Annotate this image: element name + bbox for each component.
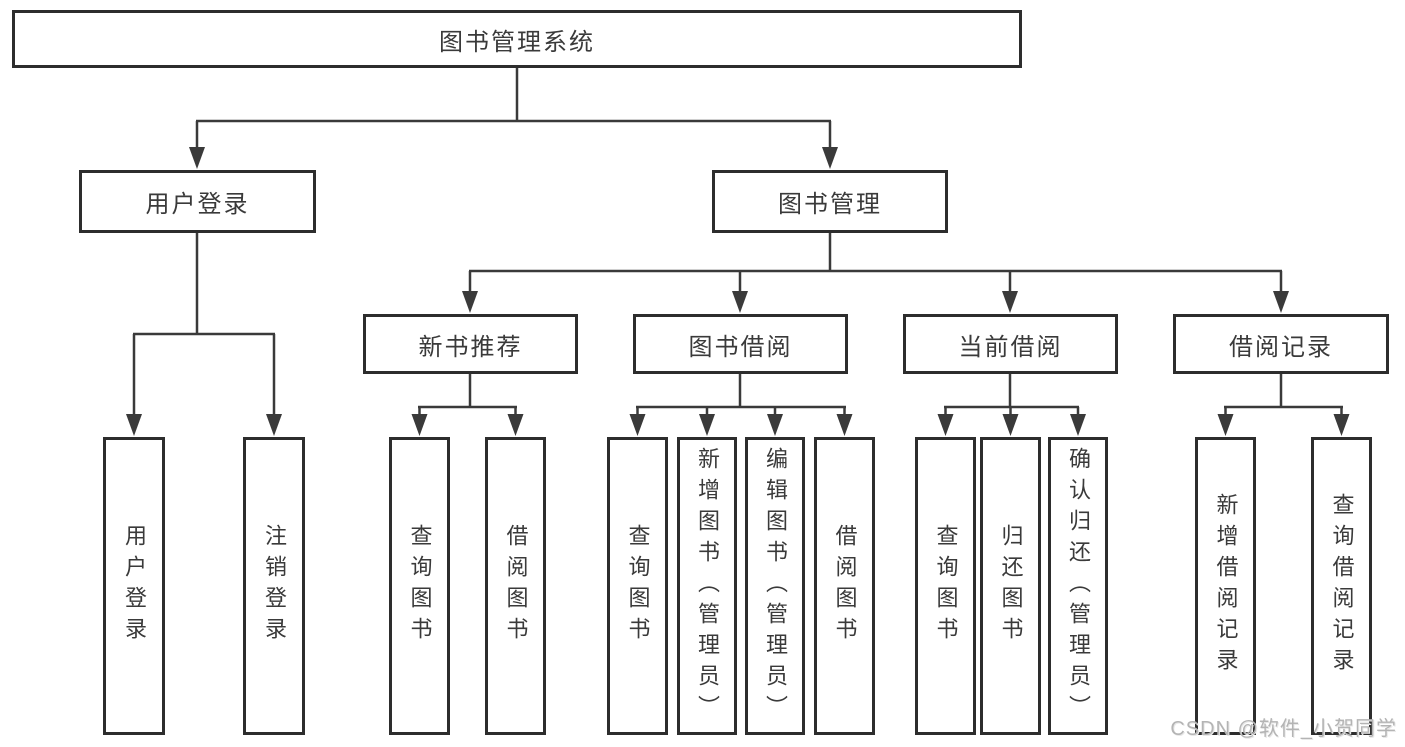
leaf-add-book-admin: 新增图书（管理员） bbox=[677, 437, 737, 735]
node-label: 编辑图书（管理员） bbox=[763, 446, 788, 726]
node-label: 查询图书 bbox=[625, 524, 651, 648]
leaf-logout-login: 注销登录 bbox=[243, 437, 305, 735]
leaf-query-borrow-record: 查询借阅记录 bbox=[1311, 437, 1372, 735]
node-label: 借阅图书 bbox=[503, 524, 529, 648]
node-label: 借阅图书 bbox=[832, 524, 858, 648]
node-label: 用户登录 bbox=[122, 524, 147, 648]
node-label: 新增图书（管理员） bbox=[695, 446, 720, 726]
leaf-borrow-books-recommend: 借阅图书 bbox=[485, 437, 546, 735]
node-borrowing-records: 借阅记录 bbox=[1173, 314, 1389, 374]
node-label: 借阅记录 bbox=[1229, 333, 1333, 361]
node-label: 新增借阅记录 bbox=[1213, 493, 1239, 679]
node-label: 归还图书 bbox=[998, 524, 1024, 648]
node-label: 查询图书 bbox=[407, 524, 433, 648]
node-label: 确认归还（管理员） bbox=[1066, 446, 1091, 726]
leaf-query-books-recommend: 查询图书 bbox=[389, 437, 450, 735]
node-book-borrowing: 图书借阅 bbox=[633, 314, 848, 374]
node-label: 当前借阅 bbox=[958, 333, 1063, 361]
node-label: 注销登录 bbox=[262, 524, 287, 648]
node-label: 新书推荐 bbox=[418, 333, 523, 361]
node-user-login: 用户登录 bbox=[79, 170, 316, 233]
node-label: 用户登录 bbox=[145, 191, 250, 218]
node-label: 图书管理系统 bbox=[439, 28, 595, 56]
node-label: 查询借阅记录 bbox=[1329, 493, 1355, 679]
leaf-confirm-return-admin: 确认归还（管理员） bbox=[1048, 437, 1108, 735]
leaf-return-books: 归还图书 bbox=[980, 437, 1041, 735]
node-book-management: 图书管理 bbox=[712, 170, 948, 233]
leaf-borrow-books: 借阅图书 bbox=[814, 437, 875, 735]
node-library-management-system: 图书管理系统 bbox=[12, 10, 1022, 68]
csdn-watermark: CSDN @软件_小贺同学 bbox=[1170, 718, 1397, 740]
node-new-book-recommendation: 新书推荐 bbox=[363, 314, 578, 374]
node-current-borrowing: 当前借阅 bbox=[903, 314, 1118, 374]
node-label: 图书借阅 bbox=[688, 333, 793, 361]
leaf-user-login: 用户登录 bbox=[103, 437, 165, 735]
node-label: 图书管理 bbox=[778, 191, 882, 218]
leaf-query-books-current: 查询图书 bbox=[915, 437, 976, 735]
leaf-add-borrow-record: 新增借阅记录 bbox=[1195, 437, 1256, 735]
leaf-query-books-borrow: 查询图书 bbox=[607, 437, 668, 735]
node-label: 查询图书 bbox=[933, 524, 959, 648]
leaf-edit-book-admin: 编辑图书（管理员） bbox=[745, 437, 805, 735]
